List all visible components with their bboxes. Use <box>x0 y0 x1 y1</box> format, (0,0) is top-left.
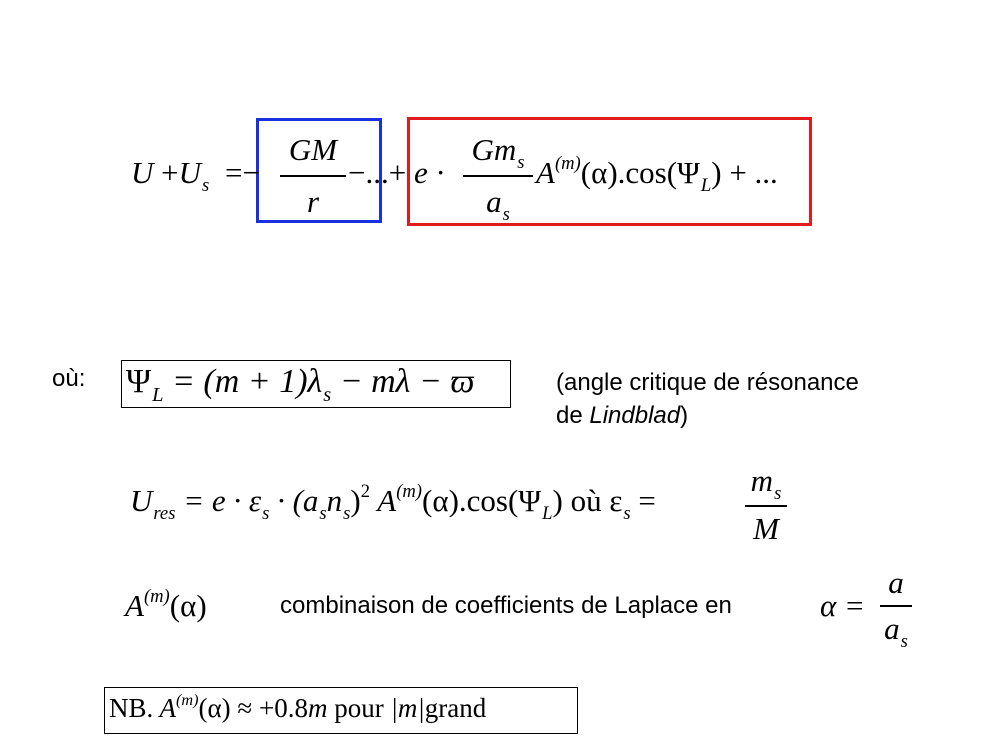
laplace-description: combinaison de coefficients de Laplace e… <box>280 592 732 619</box>
nb-statement: NB. A(m)(α) ≈ +0.8m pour |m|grand <box>109 690 487 723</box>
nb-box <box>104 687 578 734</box>
equation-potential-tail: A(m)(α).cos(ΨL) + ... <box>536 153 778 197</box>
ou-label: où: <box>52 365 86 392</box>
psi-definition-box <box>121 360 511 408</box>
alpha-definition: α = <box>820 588 865 623</box>
laplace-coefficient-symbol: A(m)(α) <box>125 586 207 623</box>
note-line-1: (angle critique de résonance <box>556 369 859 396</box>
blue-highlight-box <box>256 118 382 223</box>
fraction-ms-over-M: ms M <box>745 463 787 547</box>
equation-critical-angle: ΨL = (m + 1)λs − mλ − ϖ <box>126 363 475 407</box>
fraction-Gms-over-as: Gms as <box>463 132 533 225</box>
equation-potential: U +Us =− <box>131 155 260 197</box>
fraction-a-over-as: a as <box>880 565 912 653</box>
equation-potential-mid: −...+ e · <box>348 155 446 190</box>
note-line-2: de Lindblad) <box>556 402 689 429</box>
red-highlight-box <box>407 117 812 226</box>
equation-resonant-potential: Ures = e · εs · (asns)2 A(m)(α).cos(ΨL) … <box>130 481 656 525</box>
fraction-GM-over-r: GM r <box>280 132 346 222</box>
